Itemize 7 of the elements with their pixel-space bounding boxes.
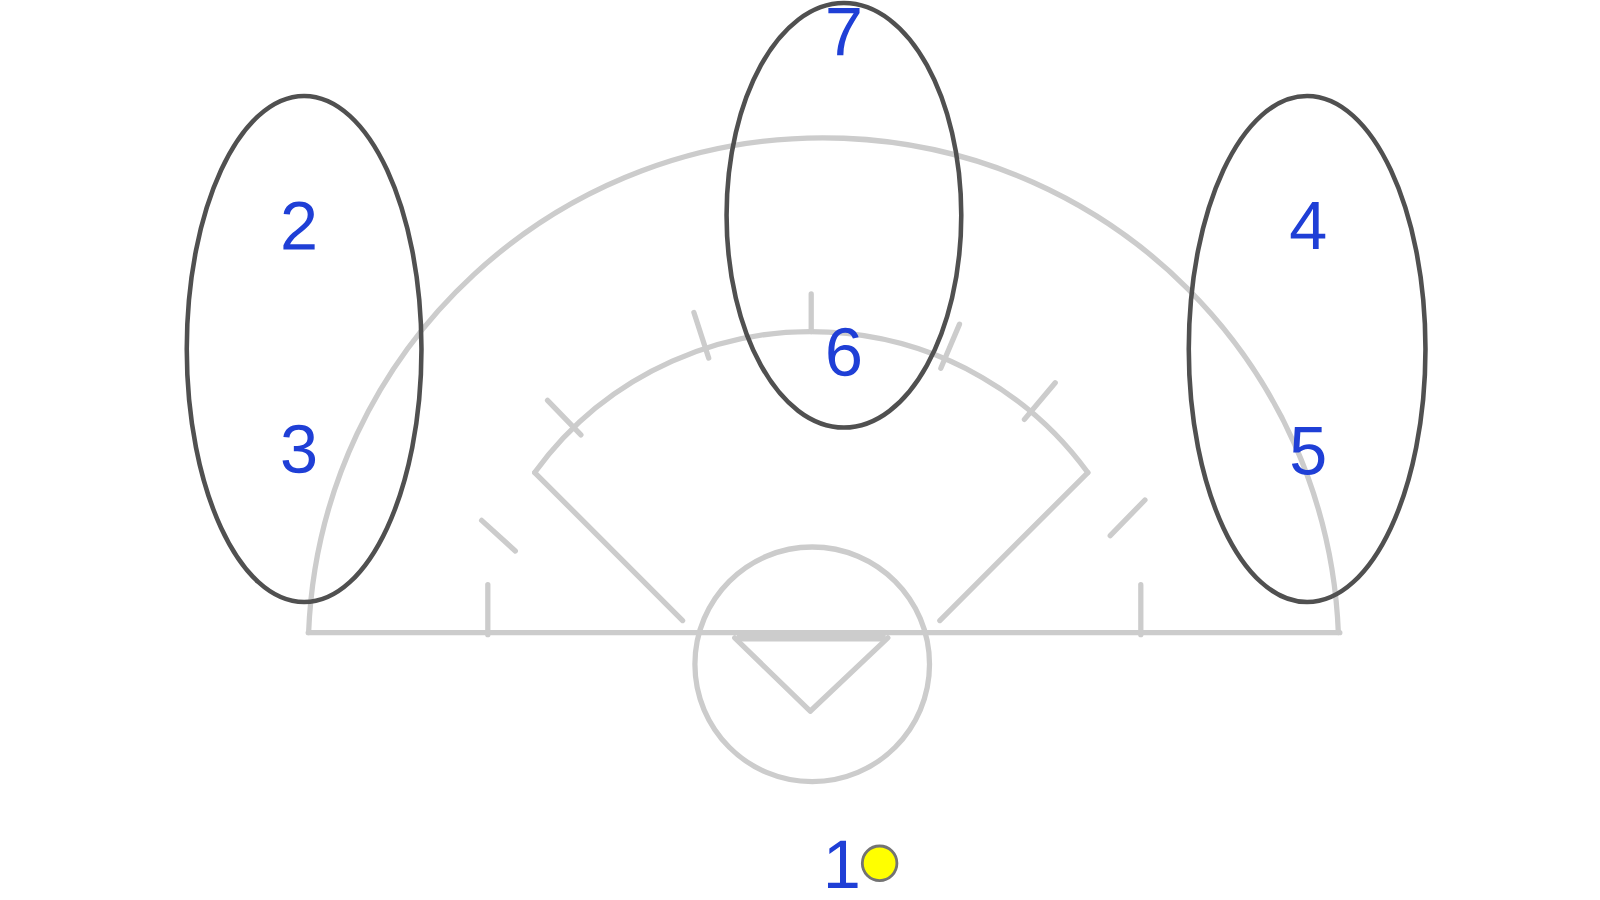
player-number: 3 bbox=[282, 424, 316, 474]
player-number: 2 bbox=[283, 201, 315, 250]
player-number: 6 bbox=[828, 327, 860, 377]
player-number: 7 bbox=[828, 8, 860, 56]
player-number: 5 bbox=[1291, 427, 1325, 475]
player-number: 1 bbox=[828, 840, 858, 888]
player-number: 4 bbox=[1290, 201, 1326, 250]
